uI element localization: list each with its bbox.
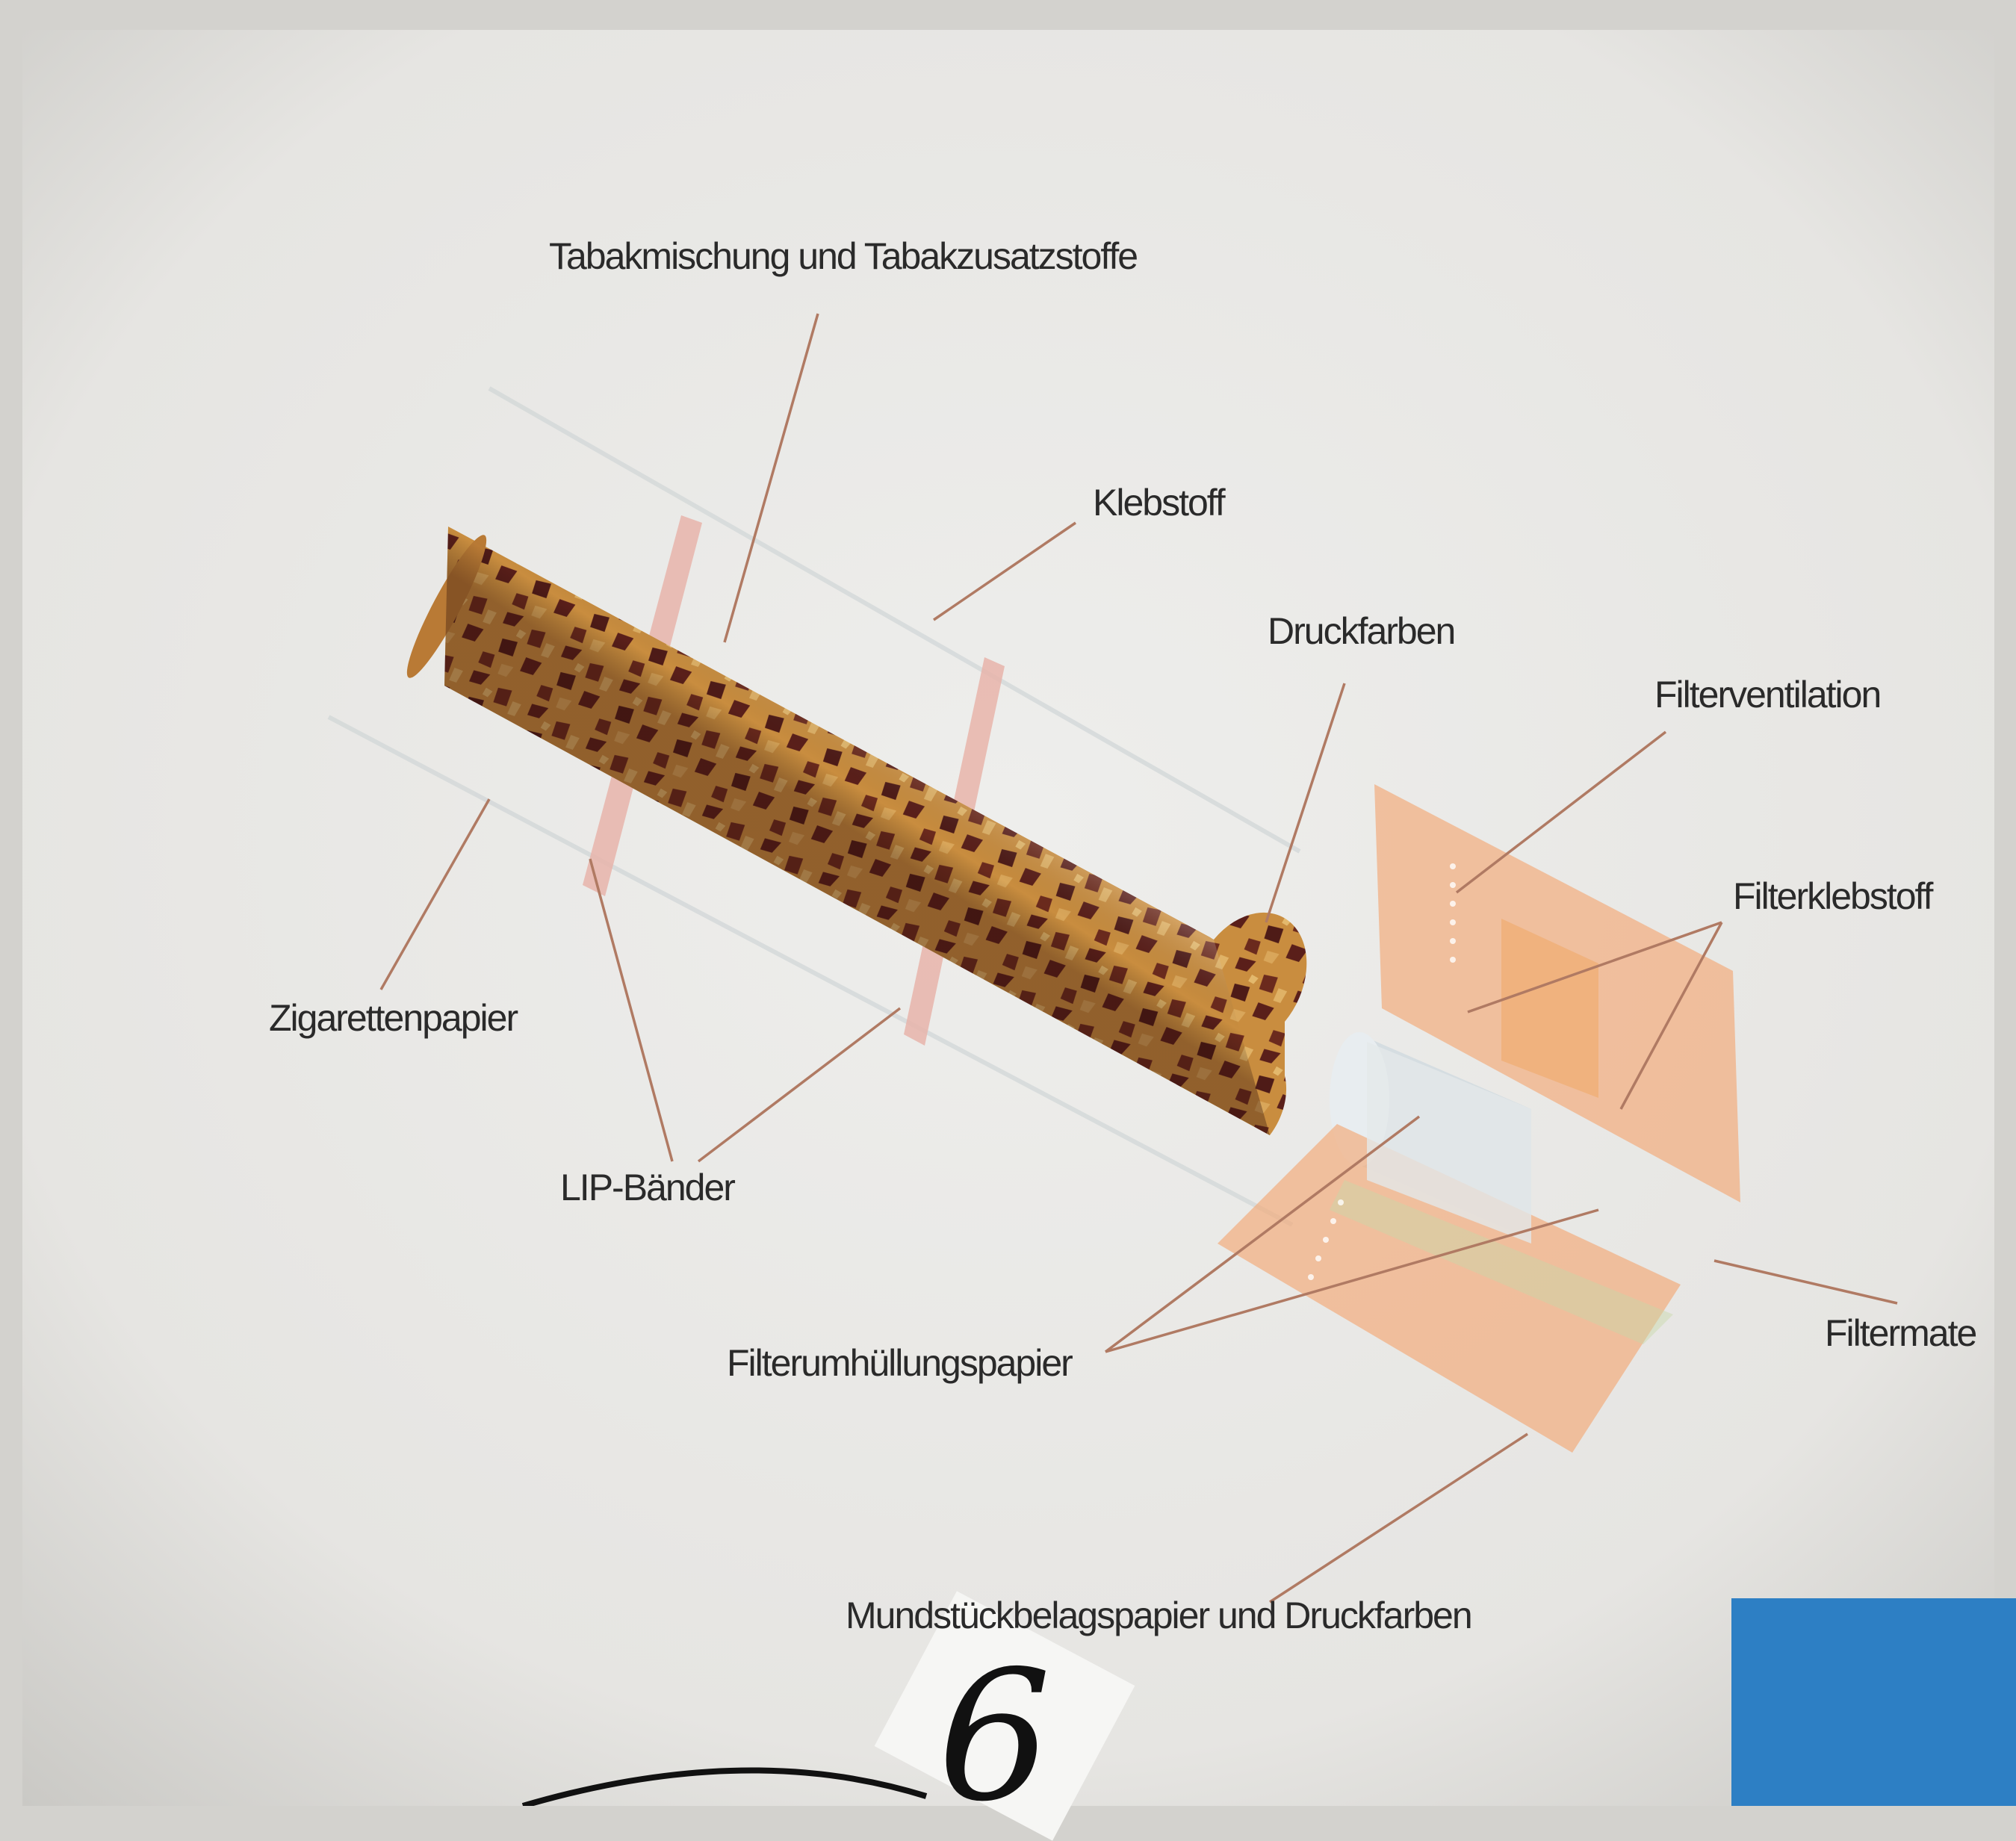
label-adhesive: Klebstoff [1093, 484, 1224, 521]
label-filter-wrap-paper: Filterumhüllungspapier [727, 1344, 1072, 1382]
label-filter-material: Filtermate [1825, 1314, 1976, 1352]
label-filter-adhesive: Filterklebstoff [1733, 878, 1932, 915]
label-filter-ventilation: Filterventilation [1654, 676, 1880, 713]
label-inks: Druckfarben [1268, 612, 1454, 650]
label-tipping-paper: Mundstückbelagspapier und Druckfarben [846, 1597, 1471, 1634]
label-lip-bands: LIP-Bänder [560, 1169, 734, 1206]
handwritten-number: 6 [937, 1632, 1052, 1841]
label-cigarette-paper: Zigarettenpapier [269, 999, 517, 1037]
label-tobacco: Tabakmischung und Tabakzusatzstoffe [549, 238, 1137, 275]
blue-tab [1731, 1598, 2016, 1806]
